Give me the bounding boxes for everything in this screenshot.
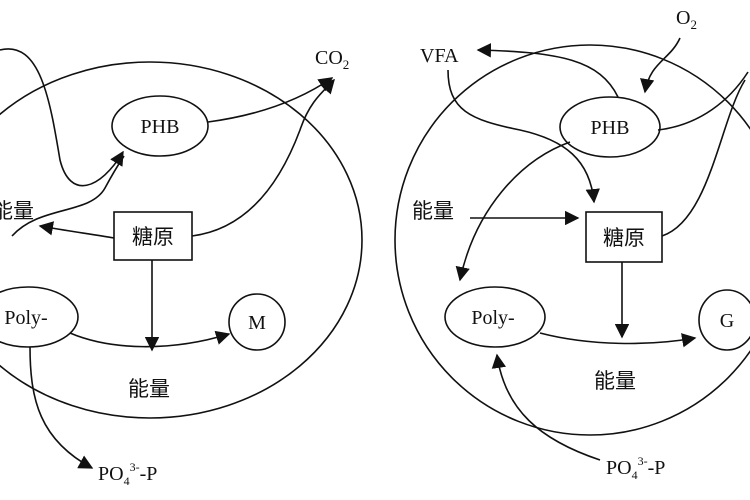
left-phb-label: PHB — [141, 116, 180, 138]
left-phb-node — [111, 95, 209, 157]
right-po4-label: PO43--P — [606, 454, 665, 482]
left-energy-label-bottom: 能量 — [128, 377, 170, 401]
right-vfa-label: VFA — [420, 45, 459, 67]
right-cell-boundary — [394, 44, 750, 436]
left-energy-label-side: 能量 — [0, 199, 34, 223]
right-g-label: G — [720, 310, 734, 332]
right-arrow-o2-to-phb — [640, 37, 681, 94]
right-arrow-polyp-to-g — [539, 332, 697, 348]
left-arrow-glycogen-to-co2 — [191, 78, 335, 237]
right-arrow-phb-to-vfa — [476, 43, 619, 98]
right-arrow-po4-to-polyp — [491, 353, 601, 461]
left-cell-boundary — [0, 61, 363, 419]
right-energy-label-side: 能量 — [412, 199, 454, 223]
left-m-label: M — [248, 312, 266, 334]
right-glycogen-box — [585, 211, 663, 263]
left-arrow-energy-curve-to-phb — [11, 155, 125, 237]
right-phb-label: PHB — [591, 117, 630, 139]
right-phb-node — [559, 96, 661, 158]
right-polyp-label: Poly- — [471, 307, 514, 329]
left-arrow-polyp-to-po4 — [29, 346, 94, 469]
right-g-node — [698, 289, 750, 351]
left-polyp-node — [0, 286, 79, 348]
left-co2-label: CO2 — [315, 47, 349, 72]
left-glycogen-box — [113, 211, 193, 261]
left-m-node — [228, 293, 286, 351]
left-arrow-in-to-phb — [0, 48, 124, 187]
left-arrow-polyp-to-m — [69, 330, 231, 348]
right-polyp-node — [444, 286, 546, 348]
right-arrow-phb-to-polyp — [455, 141, 571, 282]
left-panel: PHB 糖原 Poly- M 能量 能量 CO2 PO43--P — [0, 47, 363, 488]
right-panel: PHB 糖原 Poly- G 能量 能量 VFA O2 PO43--P — [394, 7, 750, 482]
right-arrow-phb-loop-out — [657, 71, 749, 131]
left-polyp-label: Poly- — [4, 307, 47, 329]
left-glycogen-label: 糖原 — [132, 225, 174, 249]
right-o2-label: O2 — [676, 7, 697, 32]
left-po4-label: PO43--P — [98, 460, 157, 488]
right-glycogen-label: 糖原 — [603, 226, 645, 250]
right-arrow-glycogen-loop-out — [661, 79, 746, 237]
right-arrow-vfa-to-glycogen — [447, 69, 600, 204]
right-energy-label-bottom: 能量 — [594, 369, 636, 393]
left-arrow-glycogen-to-energy — [38, 221, 115, 239]
left-arrow-phb-to-co2 — [207, 77, 334, 123]
